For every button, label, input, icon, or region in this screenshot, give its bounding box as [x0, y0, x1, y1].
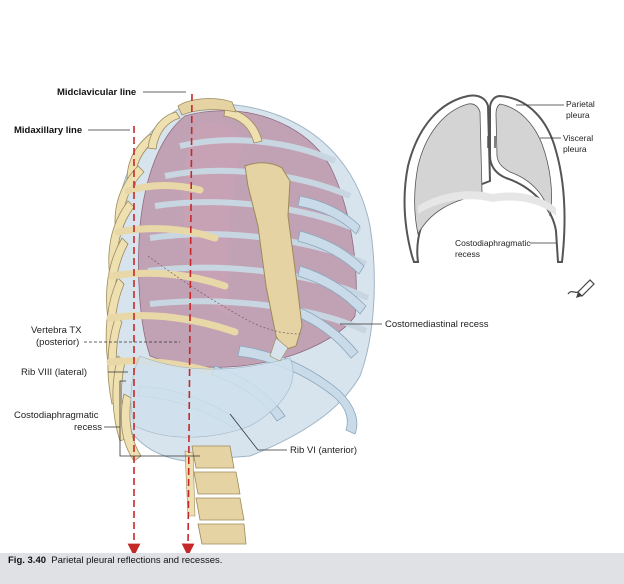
pleura-inset-diagram	[403, 94, 566, 263]
costomediastinal-label: Costomediastinal recess	[385, 319, 489, 330]
vertebra-label-line1: Vertebra TX	[31, 325, 82, 336]
costodiaphragmatic-label-line2: recess	[74, 422, 102, 433]
inset-diaphragm	[418, 191, 556, 216]
first-rib-right	[223, 107, 263, 144]
inset-parietal-label-line1: Parietal	[566, 99, 595, 109]
midclavicular-label: Midclavicular line	[57, 87, 136, 98]
sternum	[244, 162, 303, 351]
inset-right-visceral	[495, 103, 552, 217]
inset-left-visceral	[414, 103, 483, 236]
pleural-reflection-line	[147, 255, 301, 335]
rib8-label: Rib VIII (lateral)	[21, 367, 87, 378]
inset-costodiaphragmatic-label-line2: recess	[455, 249, 480, 259]
vertebral-column	[184, 445, 247, 545]
pencil-icon[interactable]	[567, 279, 595, 298]
inset-visceral-label-line2: pleura	[563, 144, 587, 154]
inset-costodiaphragmatic-label-line1: Costodiaphragmatic	[455, 238, 531, 248]
first-rib-left	[147, 111, 181, 150]
thorax-illustration	[105, 98, 375, 545]
costodiaphragmatic-label-line1: Costodiaphragmatic	[14, 410, 99, 421]
midaxillary-label: Midaxillary line	[14, 125, 82, 136]
figure-caption: Fig. 3.40 Parietal pleural reflections a…	[8, 555, 222, 569]
vertebra-label-line2: (posterior)	[36, 337, 79, 348]
inset-visceral-label-line1: Visceral	[563, 133, 593, 143]
figure-caption-text: Parietal pleural reflections and recesse…	[51, 555, 223, 566]
rib6-label: Rib VI (anterior)	[290, 445, 357, 456]
inset-parietal-label-line2: pleura	[566, 110, 590, 120]
midclavicular-guide-line	[181, 93, 195, 557]
figure-number: Fig. 3.40	[8, 555, 47, 566]
costodiaphragmatic-recess-area	[130, 355, 294, 438]
caption-bar	[0, 553, 624, 584]
